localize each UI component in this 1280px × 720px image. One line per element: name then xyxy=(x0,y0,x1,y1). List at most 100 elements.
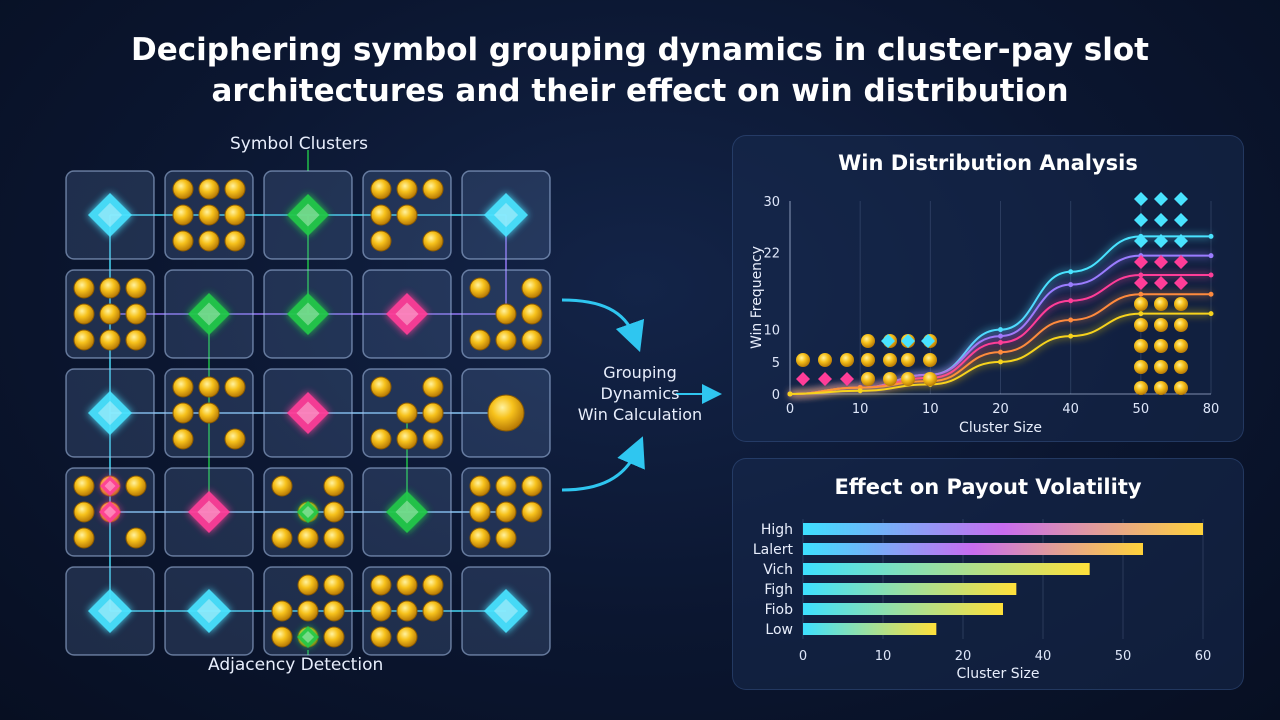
x-tick-label: 60 xyxy=(1195,649,1212,664)
green-gem-icon-facet xyxy=(301,505,315,519)
cyan-gem-icon-facet xyxy=(97,202,123,228)
gold-coin-icon xyxy=(796,353,810,367)
gold-coin-icon xyxy=(370,376,392,398)
gold-coin-icon xyxy=(297,527,319,549)
win-distribution-title: Win Distribution Analysis xyxy=(838,151,1138,175)
gold-coin-icon xyxy=(99,329,121,351)
gold-coin-icon xyxy=(323,626,345,648)
gold-coin-icon xyxy=(1154,318,1168,332)
gold-coin-icon xyxy=(901,353,915,367)
data-point xyxy=(998,340,1003,346)
green-gem-icon-facet xyxy=(395,500,419,524)
volatility-bar xyxy=(803,523,1203,535)
volatility-bar xyxy=(803,543,1143,555)
gold-coin-icon xyxy=(521,501,543,523)
gold-coin-icon xyxy=(73,527,95,549)
cyan-gem-icon xyxy=(921,334,935,348)
gold-coin-icon xyxy=(198,402,220,424)
gold-coin-icon xyxy=(861,334,875,348)
pink-gem-icon xyxy=(188,491,230,533)
data-point xyxy=(857,388,863,394)
cyan-gem-icon xyxy=(1174,213,1188,227)
pink-gem-icon xyxy=(1154,255,1168,269)
gold-coin-icon xyxy=(198,376,220,398)
x-tick-label: 40 xyxy=(1035,649,1052,664)
gold-coin-icon xyxy=(521,329,543,351)
gold-coin-icon xyxy=(73,329,95,351)
gold-coin-icon xyxy=(323,527,345,549)
cyan-gem-icon xyxy=(1134,213,1148,227)
pink-gem-icon xyxy=(1154,276,1168,290)
cyan-gem-icon xyxy=(1154,234,1168,248)
gold-coin-icon xyxy=(323,475,345,497)
gold-coin-icon xyxy=(1134,360,1148,374)
pink-gem-icon xyxy=(287,392,329,434)
pink-gem-icon xyxy=(840,372,854,386)
gold-coin-icon xyxy=(1154,360,1168,374)
lower-flow-arrow xyxy=(561,436,645,492)
data-point xyxy=(998,359,1003,365)
gold-coin-icon xyxy=(883,372,897,386)
page-title: Deciphering symbol grouping dynamics in … xyxy=(0,30,1280,112)
cyan-gem-icon xyxy=(1174,192,1188,206)
volatility-bar xyxy=(803,623,937,635)
gold-coin-icon xyxy=(1134,339,1148,353)
cyan-gem-icon-facet xyxy=(97,400,123,426)
cyan-gem-icon xyxy=(1154,213,1168,227)
gold-coin-icon xyxy=(125,475,147,497)
pink-gem-icon xyxy=(796,372,810,386)
gold-coin-icon xyxy=(1134,381,1148,395)
adjacency-detection-label: Adjacency Detection xyxy=(208,655,384,675)
gold-coin-icon xyxy=(1154,339,1168,353)
data-point xyxy=(1208,233,1214,239)
green-gem-icon xyxy=(287,293,329,335)
gold-coin-icon xyxy=(73,475,95,497)
gold-coin-icon xyxy=(224,428,246,450)
cyan-gem-icon xyxy=(1134,234,1148,248)
volatility-bar xyxy=(803,563,1090,575)
gold-coin-icon xyxy=(422,600,444,622)
y-tick-label: 22 xyxy=(763,246,780,261)
gold-coin-icon xyxy=(396,574,418,596)
gold-coin-icon xyxy=(224,376,246,398)
title-line-1: Deciphering symbol grouping dynamics in … xyxy=(131,32,1149,68)
gold-coin-icon xyxy=(861,353,875,367)
gold-coin-icon xyxy=(73,277,95,299)
gold-coin-icon xyxy=(224,204,246,226)
gold-coin-icon xyxy=(370,204,392,226)
gold-coin-icon xyxy=(1154,297,1168,311)
data-point xyxy=(1138,272,1144,278)
gold-coin-icon xyxy=(323,600,345,622)
cyan-gem-icon xyxy=(88,193,132,237)
x-tick-label: 0 xyxy=(786,402,794,417)
pink-gem-icon xyxy=(1174,255,1188,269)
gold-coin-icon xyxy=(521,277,543,299)
gold-coin-icon xyxy=(396,428,418,450)
gold-coin-icon xyxy=(125,277,147,299)
grouping-line-1: Grouping xyxy=(603,363,677,382)
cyan-gem-icon xyxy=(484,193,528,237)
pink-gem-icon-facet xyxy=(104,480,116,492)
pink-gem-icon xyxy=(100,476,120,496)
gold-coin-icon xyxy=(396,402,418,424)
data-point xyxy=(1068,317,1074,323)
x-tick-label: 10 xyxy=(875,649,892,664)
gold-coin-icon xyxy=(224,178,246,200)
gold-coin-icon xyxy=(469,329,491,351)
gold-coin-icon xyxy=(172,230,194,252)
gold-coin-icon xyxy=(422,574,444,596)
x-axis-label: Cluster Size xyxy=(959,420,1042,436)
gold-coin-icon xyxy=(422,376,444,398)
green-gem-icon xyxy=(297,501,319,523)
gold-coin-icon xyxy=(125,303,147,325)
data-point xyxy=(1068,333,1074,339)
category-label: Low xyxy=(765,622,793,638)
gold-coin-icon xyxy=(487,394,525,432)
gold-coin-icon xyxy=(495,329,517,351)
pink-gem-icon xyxy=(1134,255,1148,269)
pink-gem-icon-facet xyxy=(103,505,117,519)
y-tick-label: 5 xyxy=(772,356,780,371)
cyan-gem-icon-facet xyxy=(196,598,222,624)
gold-coin-icon xyxy=(198,204,220,226)
